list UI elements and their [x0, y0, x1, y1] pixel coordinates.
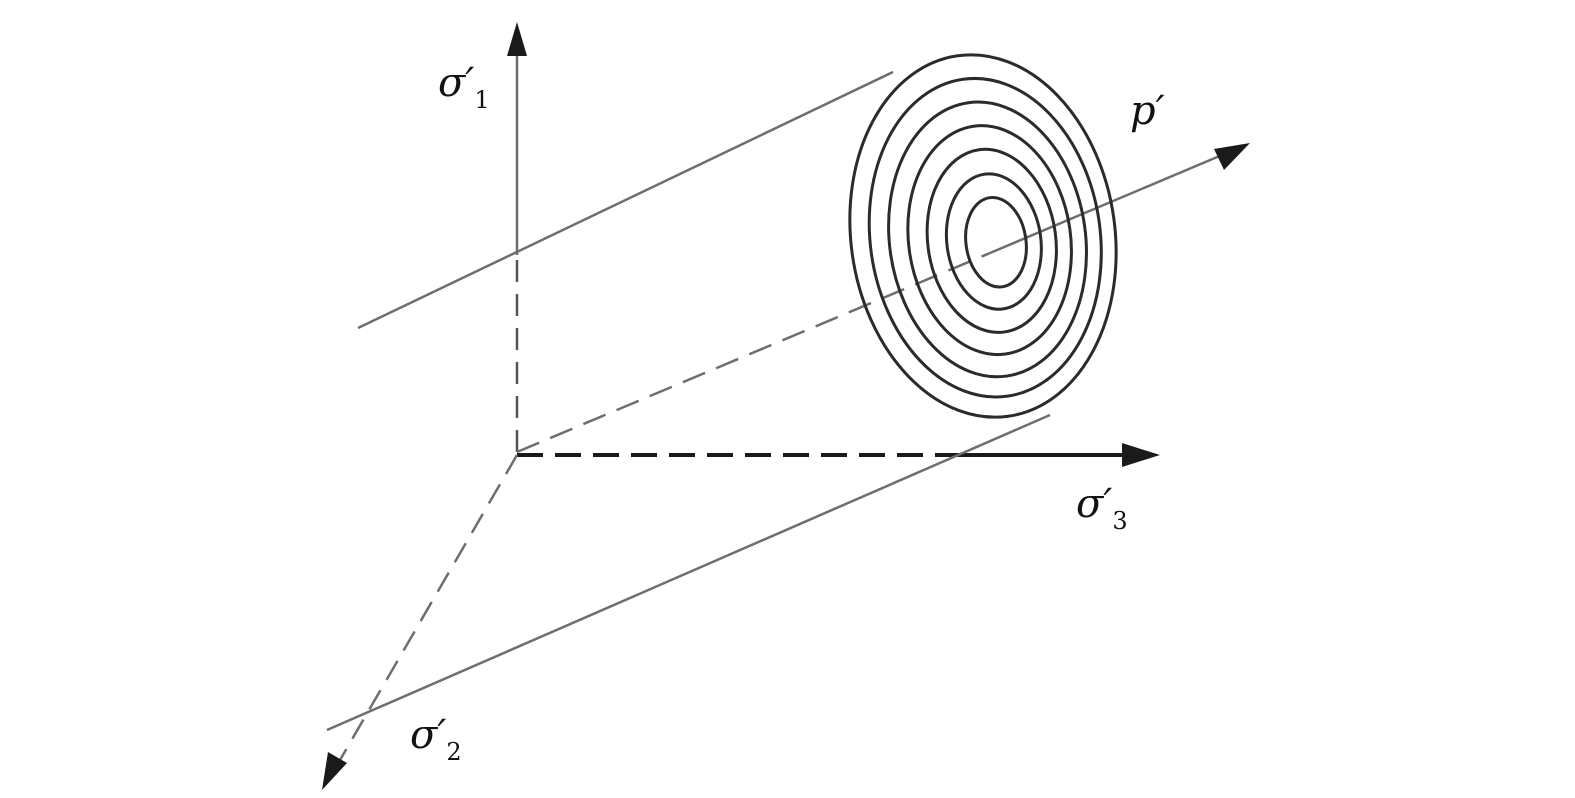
p-label: p′	[1130, 88, 1165, 134]
sigma3-label-sub: 3	[1112, 507, 1127, 535]
sigma1-label-base: σ′	[438, 60, 474, 106]
yield-ring	[906, 124, 1073, 357]
p-axis	[989, 153, 1223, 255]
p-label-base: p′	[1130, 88, 1165, 134]
sigma2-label-sub: 2	[446, 738, 461, 766]
sigma1-label-sub: 1	[474, 86, 489, 114]
p-arrowhead	[1214, 143, 1250, 170]
cylinder-top-line	[357, 70, 894, 330]
yield-ring	[964, 195, 1028, 289]
yield-ring	[887, 100, 1088, 379]
sigma2-label: σ′2	[410, 712, 462, 766]
sigma3-label-base: σ′	[1076, 481, 1112, 527]
yield-ring	[944, 172, 1043, 311]
sigma2-arrowhead	[322, 752, 347, 790]
sigma3-arrowhead	[1122, 443, 1160, 467]
sigma2-axis-hidden	[338, 454, 519, 761]
p-axis-hidden	[516, 251, 991, 454]
sigma2-label-base: σ′	[410, 712, 446, 758]
yield-surface-rings	[848, 53, 1118, 419]
yield-ring	[848, 53, 1118, 419]
sigma3-label: σ′3	[1076, 481, 1128, 535]
cylinder-bottom-line	[326, 413, 1051, 732]
yield-ring	[867, 76, 1103, 399]
yield-ring	[925, 147, 1058, 334]
sigma1-arrowhead	[507, 22, 527, 56]
sigma1-label: σ′1	[438, 60, 490, 114]
